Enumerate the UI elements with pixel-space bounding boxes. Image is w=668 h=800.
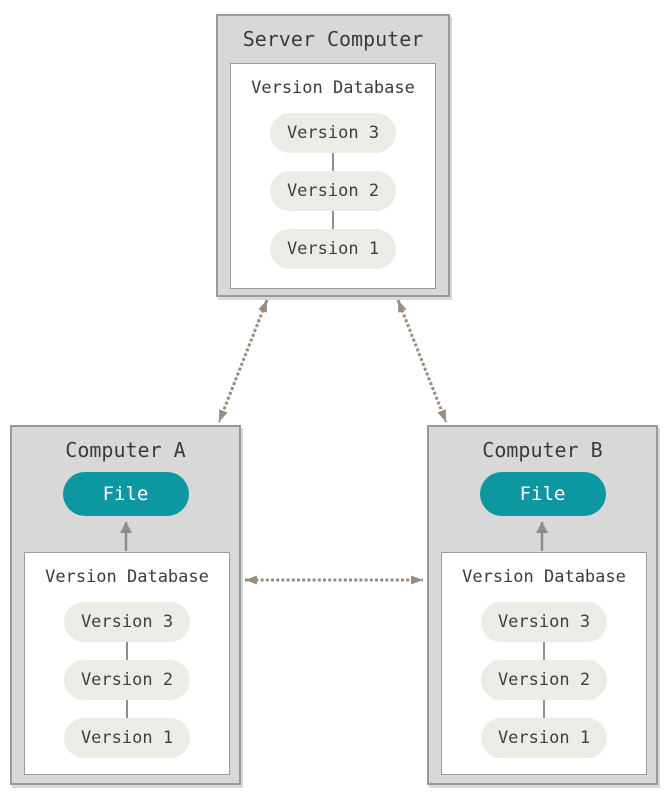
arrow-server-to-computer-a: [217, 299, 269, 423]
version-connector: [332, 153, 334, 171]
server-version-database-panel: Version Database Version 3 Version 2 Ver…: [230, 63, 436, 289]
file-pill: File: [479, 472, 606, 516]
version-pill: Version 3: [270, 113, 396, 153]
version-pill: Version 1: [270, 229, 396, 269]
version-pill: Version 1: [64, 718, 190, 758]
version-connector: [126, 642, 128, 660]
computer-b-version-database-panel: Version Database Version 3 Version 2 Ver…: [441, 552, 647, 775]
version-pill: Version 3: [481, 602, 607, 642]
version-connector: [126, 700, 128, 718]
arrow-server-to-computer-b: [396, 299, 448, 423]
computer-a-box: Computer A File Version Database Version…: [10, 425, 241, 785]
version-pill: Version 2: [481, 660, 607, 700]
version-pill: Version 2: [64, 660, 190, 700]
version-pill: Version 1: [481, 718, 607, 758]
computer-b-title: Computer B: [482, 438, 603, 462]
version-stack: Version 3 Version 2 Version 1: [442, 602, 646, 758]
computer-a-version-database-panel: Version Database Version 3 Version 2 Ver…: [24, 552, 230, 775]
version-stack: Version 3 Version 2 Version 1: [231, 113, 435, 269]
version-pill: Version 3: [64, 602, 190, 642]
version-database-label: Version Database: [462, 567, 626, 587]
file-pill: File: [62, 472, 189, 516]
version-pill: Version 2: [270, 171, 396, 211]
version-stack: Version 3 Version 2 Version 1: [25, 602, 229, 758]
version-connector: [332, 211, 334, 229]
computer-b-box: Computer B File Version Database Version…: [427, 425, 658, 785]
version-connector: [543, 642, 545, 660]
server-computer-title: Server Computer: [242, 27, 424, 51]
version-connector: [543, 700, 545, 718]
server-computer-box: Server Computer Version Database Version…: [216, 14, 450, 297]
version-database-label: Version Database: [45, 567, 209, 587]
version-database-label: Version Database: [251, 78, 415, 98]
computer-a-title: Computer A: [65, 438, 186, 462]
